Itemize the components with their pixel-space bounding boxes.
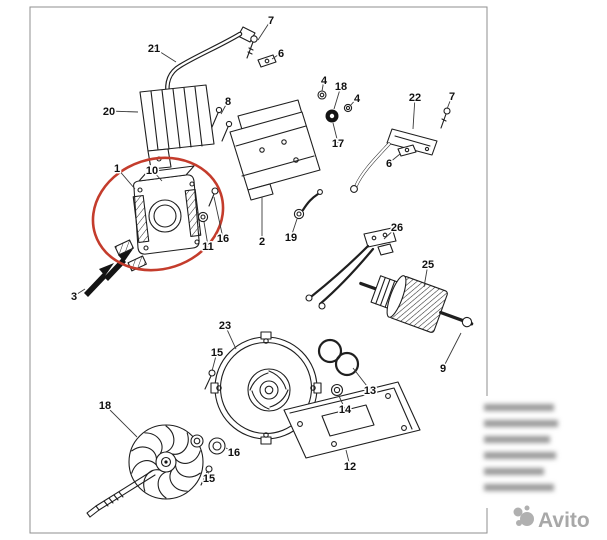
line-art bbox=[84, 26, 474, 518]
fan-shaft bbox=[86, 470, 156, 518]
callout-leader-15 bbox=[207, 470, 210, 479]
callout-22: 22 bbox=[409, 92, 421, 104]
highlight-ellipse bbox=[91, 156, 225, 272]
part-20-module bbox=[139, 84, 215, 170]
callout-leader-4 bbox=[321, 79, 325, 92]
callout-leader-16 bbox=[213, 196, 224, 239]
callout-18: 18 bbox=[99, 400, 111, 412]
callout-leader-6 bbox=[388, 153, 401, 164]
callout-23: 23 bbox=[219, 320, 231, 332]
callout-leader-3 bbox=[73, 288, 86, 297]
callout-25: 25 bbox=[422, 259, 434, 271]
avito-logo-icon bbox=[513, 505, 534, 526]
callout-4: 4 bbox=[321, 75, 328, 87]
callout-13: 13 bbox=[364, 385, 376, 397]
callout-leader-17 bbox=[332, 122, 339, 144]
callout-21: 21 bbox=[148, 43, 160, 55]
callout-leader-6 bbox=[271, 52, 282, 60]
callout-18: 18 bbox=[335, 81, 347, 93]
callout-leader-14 bbox=[338, 395, 346, 410]
callout-6: 6 bbox=[278, 48, 284, 60]
part-14-washer bbox=[330, 383, 344, 397]
watermark: Avito bbox=[513, 505, 590, 532]
callout-26: 26 bbox=[391, 222, 403, 234]
callout-12: 12 bbox=[344, 461, 356, 473]
part-1-field-stator bbox=[132, 165, 202, 255]
part-2-bracket bbox=[229, 99, 321, 201]
callout-leader-7 bbox=[446, 95, 453, 110]
part-6-terminal-top bbox=[257, 54, 277, 68]
part-13-o-rings bbox=[317, 338, 360, 377]
callout-leader-23 bbox=[224, 324, 237, 350]
callout-leader-21 bbox=[153, 47, 177, 63]
callout-leader-25 bbox=[423, 263, 429, 288]
part-25-armature bbox=[359, 275, 474, 333]
blurred-text-region bbox=[478, 396, 568, 508]
part-16-screw bbox=[208, 187, 219, 207]
callout-7: 7 bbox=[449, 91, 455, 103]
part-washer-small bbox=[190, 434, 204, 448]
callout-14: 14 bbox=[339, 404, 352, 416]
callout-9: 9 bbox=[440, 363, 446, 375]
part-19-lead-wire bbox=[293, 189, 323, 220]
callout-16: 16 bbox=[217, 233, 229, 245]
callout-leader-4 bbox=[349, 97, 358, 107]
callout-4: 4 bbox=[354, 93, 361, 105]
part-11-washer bbox=[197, 211, 209, 223]
callout-2: 2 bbox=[259, 236, 265, 248]
callout-3: 3 bbox=[71, 291, 77, 303]
part-16-bearing bbox=[208, 437, 226, 455]
callout-17: 17 bbox=[332, 138, 344, 150]
part-15-screw-lower bbox=[200, 465, 213, 486]
callout-leader-7 bbox=[257, 19, 272, 41]
part-17-grommet bbox=[325, 109, 339, 123]
part-12-mounting-plate bbox=[283, 381, 421, 459]
part-7-screw-top bbox=[246, 35, 258, 59]
callout-16: 16 bbox=[228, 447, 240, 459]
part-18-fan-wheel bbox=[128, 424, 204, 500]
callout-6: 6 bbox=[386, 158, 392, 170]
callout-8: 8 bbox=[225, 96, 231, 108]
part-26-wire-harness bbox=[305, 227, 397, 310]
callout-leader-22 bbox=[412, 96, 416, 130]
callout-leader-26 bbox=[383, 226, 398, 240]
page-border bbox=[29, 6, 488, 534]
callout-7: 7 bbox=[268, 15, 274, 27]
callout-leader-18 bbox=[104, 404, 138, 438]
callout-15: 15 bbox=[211, 347, 223, 359]
callout-leader-10 bbox=[151, 169, 163, 182]
watermark-text: Avito bbox=[538, 509, 590, 532]
callout-leader-20 bbox=[108, 110, 139, 113]
callout-20: 20 bbox=[103, 106, 115, 118]
part-21-power-cord bbox=[165, 26, 256, 99]
callout-leader-12 bbox=[345, 449, 351, 467]
part-7-screw-right bbox=[440, 107, 451, 129]
part-4-nut-a bbox=[317, 90, 327, 100]
part-8-screws bbox=[211, 106, 233, 142]
callout-leader-11 bbox=[203, 221, 209, 247]
callout-leader-16 bbox=[225, 447, 235, 453]
callout-11: 11 bbox=[202, 241, 214, 253]
callout-leader-9 bbox=[442, 332, 462, 369]
part-22-switch-lead bbox=[350, 128, 438, 193]
callout-10: 10 bbox=[146, 165, 158, 177]
callout-leader-8 bbox=[220, 100, 229, 115]
callout-leader-15 bbox=[211, 351, 218, 372]
callout-leader-13 bbox=[352, 367, 371, 391]
part-4-nut-b bbox=[343, 103, 353, 113]
callout-1: 1 bbox=[114, 163, 120, 175]
callout-19: 19 bbox=[285, 232, 297, 244]
callout-leader-18 bbox=[333, 85, 342, 110]
callout-15: 15 bbox=[203, 473, 215, 485]
part-6-terminal-right bbox=[397, 144, 417, 157]
callout-leader-1 bbox=[116, 167, 136, 190]
callout-leader-19 bbox=[290, 218, 298, 238]
